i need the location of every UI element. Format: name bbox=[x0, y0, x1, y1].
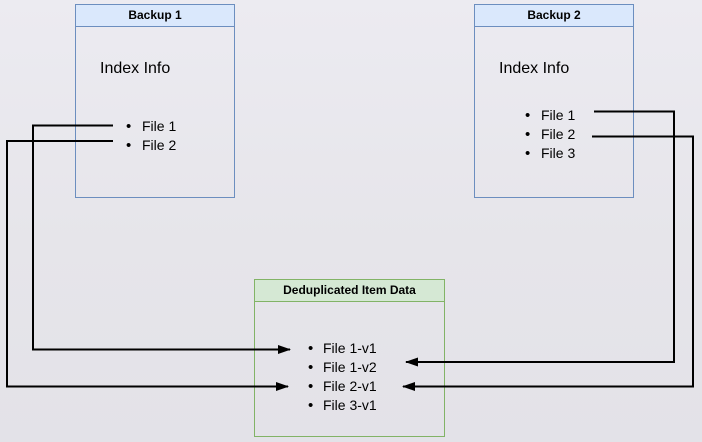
dedup-item-file1v1: File 1-v1 bbox=[255, 339, 444, 358]
backup1-file-list: File 1 File 2 bbox=[76, 117, 234, 155]
dedup-item-file3v1: File 3-v1 bbox=[255, 396, 444, 415]
dedup-title: Deduplicated Item Data bbox=[255, 280, 444, 302]
backup2-title: Backup 2 bbox=[475, 5, 633, 27]
backup2-index-label: Index Info bbox=[499, 60, 570, 77]
dedup-item-list: File 1-v1 File 1-v2 File 2-v1 File 3-v1 bbox=[255, 339, 444, 415]
backup2-file-1: File 1 bbox=[475, 106, 633, 125]
backup1-index-label: Index Info bbox=[100, 60, 171, 77]
backup2-box: Backup 2 Index Info File 1 File 2 File 3 bbox=[474, 4, 634, 198]
backup2-file-list: File 1 File 2 File 3 bbox=[475, 106, 633, 163]
backup2-file-2: File 2 bbox=[475, 125, 633, 144]
backup2-file-3: File 3 bbox=[475, 144, 633, 163]
dedup-box: Deduplicated Item Data File 1-v1 File 1-… bbox=[254, 279, 445, 437]
backup1-box: Backup 1 Index Info File 1 File 2 bbox=[75, 4, 235, 198]
backup1-file-2: File 2 bbox=[76, 136, 234, 155]
backup1-file-1: File 1 bbox=[76, 117, 234, 136]
backup1-title: Backup 1 bbox=[76, 5, 234, 27]
dedup-item-file2v1: File 2-v1 bbox=[255, 377, 444, 396]
dedup-item-file1v2: File 1-v2 bbox=[255, 358, 444, 377]
